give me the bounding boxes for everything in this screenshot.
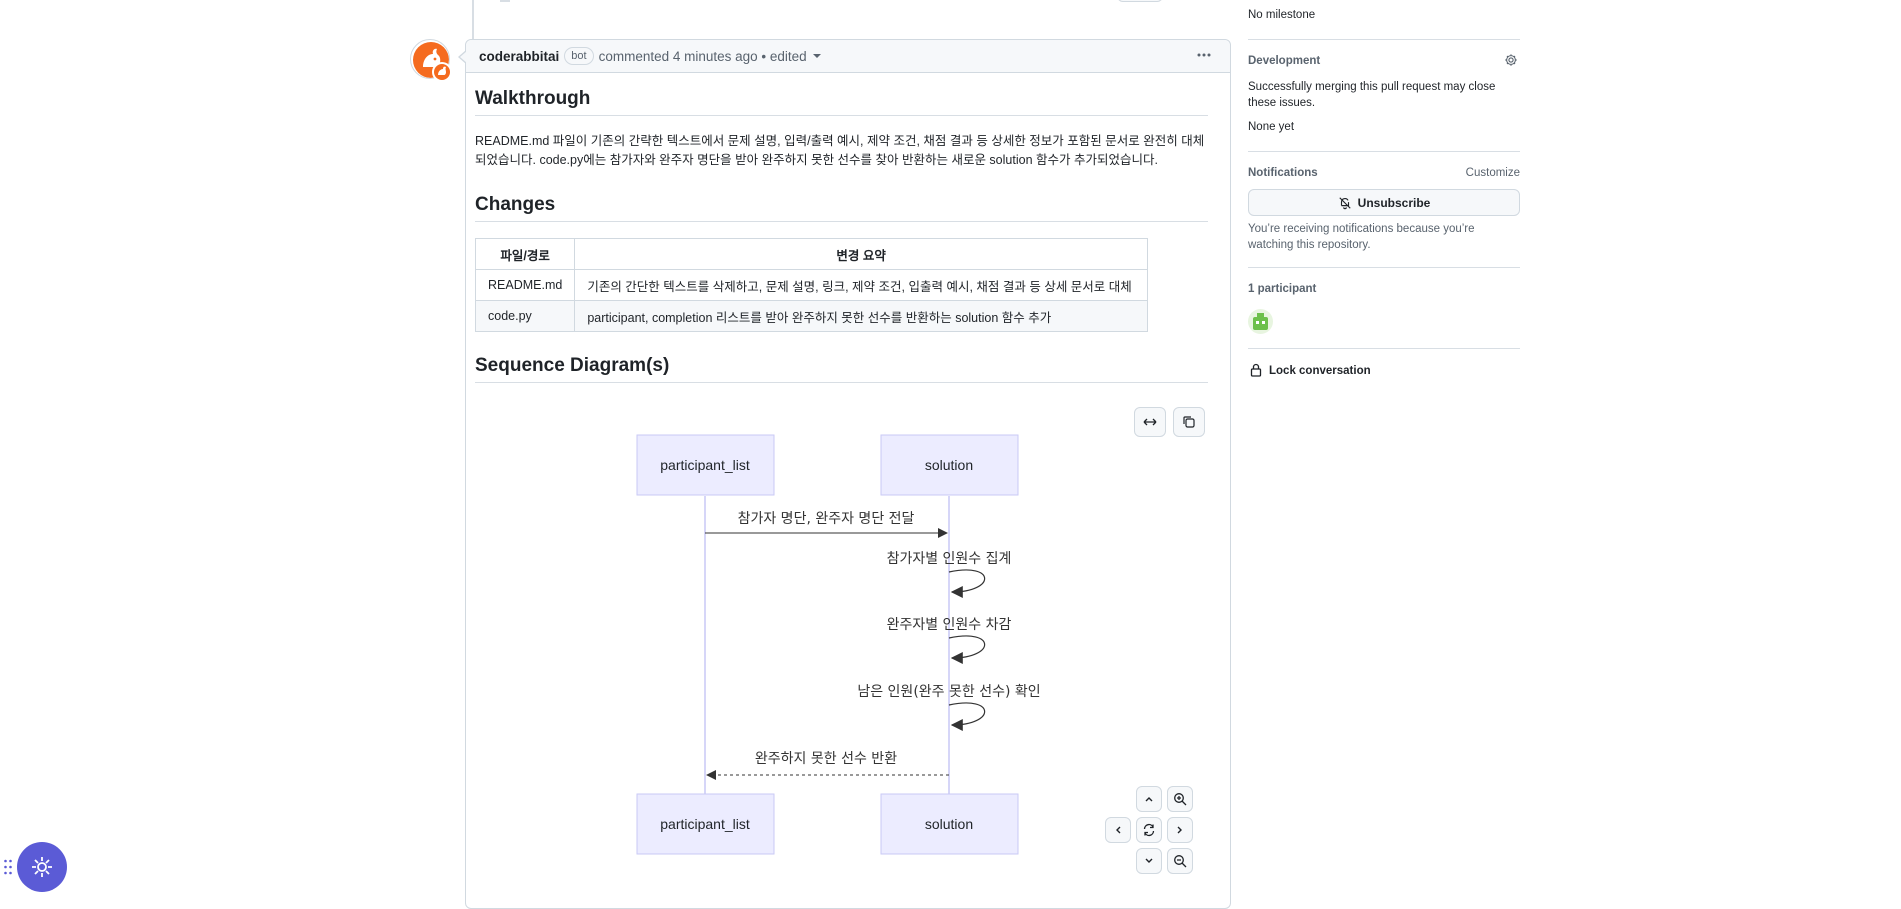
table-row: code.py participant, completion 리스트를 받아 … — [474, 300, 1148, 332]
sparkle-icon — [31, 856, 53, 878]
drag-handle-icon[interactable] — [3, 855, 13, 879]
sequence-diagram-heading: Sequence Diagram(s) — [475, 355, 1208, 383]
previous-comment-button-edge — [1117, 0, 1163, 2]
participant-box-bottom — [636, 793, 775, 855]
walkthrough-text: README.md 파일이 기존의 간략한 텍스트에서 문제 설명, 입력/출력… — [475, 134, 1205, 167]
lock-conversation-link[interactable]: Lock conversation — [1269, 365, 1371, 377]
comment-author-link[interactable]: coderabbitai — [479, 48, 560, 64]
participant-label: solution — [925, 816, 973, 832]
changes-table: 파일/경로 변경 요약 README.md 기존의 간단한 텍스트를 삭제하고,… — [474, 238, 1148, 332]
table-cell: code.py — [474, 300, 576, 332]
walkthrough-heading: Walkthrough — [475, 88, 1208, 116]
development-label[interactable]: Development — [1248, 55, 1321, 67]
solution-box-bottom — [880, 793, 1019, 855]
notifications-label: Notifications — [1248, 167, 1318, 179]
milestone-value: No milestone — [1248, 9, 1316, 21]
message-label: 남은 인원(완주 못한 선수) 확인 — [857, 684, 1040, 700]
kebab-icon[interactable] — [1196, 47, 1212, 68]
participant-box-top — [636, 434, 775, 496]
table-row: README.md 기존의 간단한 텍스트를 삭제하고, 문제 설명, 링크, … — [474, 269, 1148, 301]
pan-left-icon[interactable] — [1105, 817, 1131, 843]
message-label: 완주하지 못한 선수 반환 — [755, 751, 897, 767]
bell-slash-icon — [1338, 196, 1352, 210]
notification-reason: You’re receiving notifications because y… — [1248, 223, 1475, 251]
unsubscribe-button[interactable]: Unsubscribe — [1248, 189, 1520, 216]
sidebar-divider — [1248, 151, 1520, 152]
sidebar-divider — [1248, 39, 1520, 40]
copy-icon[interactable] — [1173, 407, 1205, 437]
table-cell: 기존의 간단한 텍스트를 삭제하고, 문제 설명, 링크, 제약 조건, 입출력… — [574, 269, 1148, 301]
message-label: 완주자별 인원수 차감 — [887, 617, 1012, 633]
development-description: Successfully merging this pull request m… — [1248, 81, 1496, 109]
edited-dropdown-icon[interactable] — [812, 54, 821, 58]
comment-box: coderabbitai bot commented 4 minutes ago… — [458, 39, 1231, 909]
gear-icon[interactable] — [1504, 53, 1518, 70]
participants-label: 1 participant — [1248, 283, 1317, 295]
message-label: 참가자별 인원수 집계 — [887, 551, 1012, 567]
participant-avatar[interactable] — [1248, 309, 1273, 334]
zoom-in-icon[interactable] — [1167, 786, 1193, 812]
assistant-widget-button[interactable] — [17, 842, 67, 892]
bot-avatar-badge-icon — [432, 62, 452, 82]
participant-label: participant_list — [660, 816, 750, 832]
right-sidebar: No milestone Development Successfully me… — [1248, 0, 1520, 893]
changes-heading: Changes — [475, 194, 1208, 222]
development-value: None yet — [1248, 121, 1295, 133]
participant-label: solution — [925, 457, 973, 473]
table-header-row: 파일/경로 변경 요약 — [474, 238, 1148, 270]
self-loop-arrow — [948, 702, 986, 731]
comment-pointer-fill — [460, 51, 467, 63]
timeline-stub — [500, 0, 510, 2]
sidebar-divider — [1248, 267, 1520, 268]
zoom-out-icon[interactable] — [1167, 848, 1193, 874]
comment-header: coderabbitai bot commented 4 minutes ago… — [458, 40, 1230, 73]
sidebar-divider — [1248, 348, 1520, 349]
unsubscribe-label: Unsubscribe — [1357, 195, 1431, 210]
pan-right-icon[interactable] — [1167, 817, 1193, 843]
table-cell: README.md — [474, 269, 576, 301]
pan-down-icon[interactable] — [1136, 848, 1162, 874]
table-cell: participant, completion 리스트를 받아 완주하지 못한 … — [574, 300, 1148, 332]
bot-badge: bot — [564, 47, 594, 65]
sequence-diagram: participant_list solution participant_li… — [476, 392, 1208, 892]
customize-link[interactable]: Customize — [1465, 167, 1520, 179]
self-loop-arrow — [948, 635, 986, 664]
solution-box-top — [880, 434, 1019, 496]
reset-icon[interactable] — [1136, 817, 1162, 843]
self-loop-arrow — [948, 569, 986, 598]
pan-up-icon[interactable] — [1136, 786, 1162, 812]
expand-icon[interactable] — [1134, 407, 1166, 437]
table-header: 변경 요약 — [574, 238, 1148, 270]
participant-label: participant_list — [660, 457, 750, 473]
sequence-diagram-canvas: participant_list solution participant_li… — [636, 434, 1041, 855]
message-label: 참가자 명단, 완주자 명단 전달 — [738, 511, 915, 527]
comment-meta[interactable]: commented 4 minutes ago • edited — [598, 48, 807, 64]
table-header: 파일/경로 — [474, 238, 576, 270]
lock-icon[interactable] — [1250, 363, 1262, 380]
